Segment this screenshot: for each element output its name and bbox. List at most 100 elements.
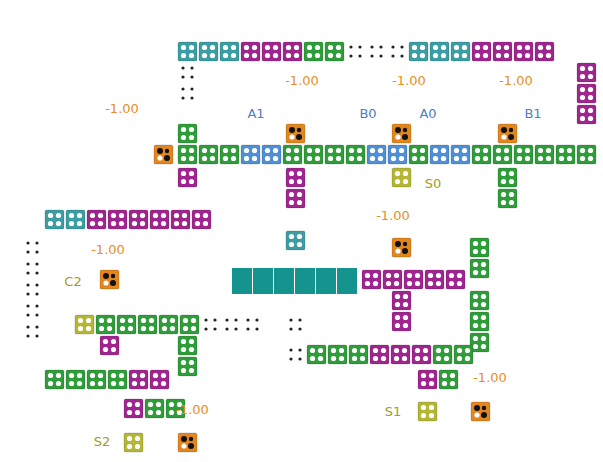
tile-hole (77, 213, 82, 218)
tile-hole (189, 127, 194, 132)
tile-hole (56, 213, 61, 218)
tile (409, 145, 428, 164)
dot (190, 87, 193, 90)
tile-body (124, 433, 143, 452)
tile-body (493, 42, 512, 61)
tile-dot (501, 127, 507, 133)
tile-hole (407, 273, 412, 278)
tile (178, 124, 197, 143)
tile-hole (135, 410, 140, 415)
tile (178, 168, 197, 187)
dot (26, 271, 29, 274)
tile-hole (475, 45, 480, 50)
tile-hole (360, 356, 365, 361)
tile (470, 291, 489, 310)
tile-dot (402, 248, 408, 254)
tile-hole (481, 344, 486, 349)
tile-hole (181, 443, 186, 448)
tile (392, 124, 411, 143)
tile-hole (331, 348, 336, 353)
tile-hole (473, 262, 478, 267)
tile-body (262, 42, 281, 61)
tile-dot (189, 437, 193, 441)
tile-hole (496, 156, 501, 161)
tile-hole (517, 156, 522, 161)
tile-hole (588, 95, 593, 100)
tile-hole (318, 356, 323, 361)
tile-body (451, 42, 470, 61)
dot (35, 271, 38, 274)
tile-hole (161, 373, 166, 378)
tile-hole (420, 148, 425, 153)
tile-hole (48, 381, 53, 386)
tile-hole (127, 402, 132, 407)
tile-hole (119, 381, 124, 386)
tile-hole (403, 315, 408, 320)
tile-body (283, 42, 302, 61)
tile-hole (546, 45, 551, 50)
tile-body (472, 145, 491, 164)
tile (451, 42, 470, 61)
tile-hole (504, 156, 509, 161)
tile-hole (580, 156, 585, 161)
tile-hole (403, 302, 408, 307)
dot (204, 327, 207, 330)
tile-body (556, 145, 575, 164)
tile-body (370, 345, 389, 364)
tile-body (178, 42, 197, 61)
tile-hole (436, 281, 441, 286)
tile-hole (203, 221, 208, 226)
tile-hole (588, 116, 593, 121)
tile (96, 315, 115, 334)
tile-body (286, 168, 305, 187)
tile-hole (433, 53, 438, 58)
tile-hole (373, 348, 378, 353)
tile-body (577, 63, 596, 82)
tile (577, 145, 596, 164)
tile-hole (395, 302, 400, 307)
tile-hole (111, 381, 116, 386)
tile (241, 145, 260, 164)
tile-hole (454, 45, 459, 50)
tile (316, 268, 336, 294)
tile-hole (457, 356, 462, 361)
tile-hole (365, 281, 370, 286)
tile-body (392, 168, 411, 187)
tile-hole (588, 87, 593, 92)
dot (225, 327, 228, 330)
tile-hole (69, 213, 74, 218)
tile (325, 145, 344, 164)
tile-body (383, 270, 402, 289)
tile-hole (465, 356, 470, 361)
tile-hole (429, 373, 434, 378)
tile-hole (132, 213, 137, 218)
dot (391, 54, 394, 57)
dot (26, 334, 29, 337)
tile-hole (546, 148, 551, 153)
tile-hole (223, 45, 228, 50)
dot (204, 318, 207, 321)
tile-hole (252, 53, 257, 58)
tile-hole (162, 318, 167, 323)
tile (451, 145, 470, 164)
tile-hole (231, 53, 236, 58)
tile-body (178, 124, 197, 143)
tile (45, 210, 64, 229)
tile-hole (403, 171, 408, 176)
tile (66, 370, 85, 389)
tile-body (199, 42, 218, 61)
tile-hole (501, 179, 506, 184)
tile (124, 399, 143, 418)
tile-hole (162, 326, 167, 331)
tile (304, 42, 323, 61)
tile-hole (429, 405, 434, 410)
tile-hole (56, 373, 61, 378)
tile-hole (297, 192, 302, 197)
tile (349, 345, 368, 364)
tile-hole (421, 373, 426, 378)
tile-hole (481, 241, 486, 246)
tile-hole (415, 281, 420, 286)
tile-hole (433, 148, 438, 153)
tile-body (129, 210, 148, 229)
tile-hole (86, 318, 91, 323)
